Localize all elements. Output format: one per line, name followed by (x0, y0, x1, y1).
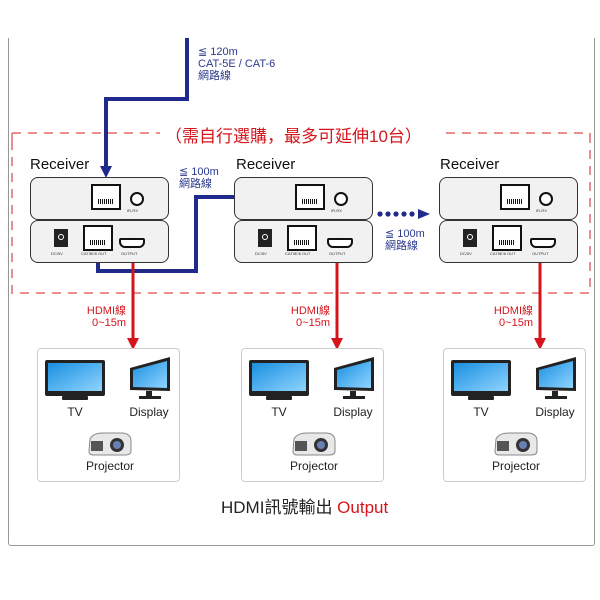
chain-distance-1: ≦ 100m (179, 166, 219, 178)
hdmi-range-label: 0~15m (296, 317, 330, 329)
tv-label: TV (67, 405, 83, 419)
receiver-title: Receiver (236, 156, 296, 173)
dc-label: DC/5V (460, 251, 472, 256)
ir-label: IR-RX (331, 208, 342, 213)
projector-label: Projector (491, 459, 541, 473)
receiver-2-top-panel: IR-RX (234, 177, 373, 220)
dc-power-jack-icon (258, 229, 272, 247)
footer-prefix: HDMI訊號輸出 (221, 498, 338, 517)
dc-power-jack-icon (54, 229, 68, 247)
hdmi-label-2: HDMI線 0~15m (274, 305, 330, 329)
chain-distance-2: ≦ 100m (385, 228, 425, 240)
top-link-label: ≦ 120m CAT-5E / CAT-6 網路線 (198, 46, 275, 82)
top-link-cable-name: 網路線 (198, 70, 231, 82)
chain-link-label-2: ≦ 100m 網路線 (385, 228, 425, 252)
hdmi-port-icon (119, 238, 145, 248)
hdmi-arrow-3 (534, 338, 546, 350)
receiver-2: Receiver (236, 156, 295, 173)
ir-label: IR-RX (536, 208, 547, 213)
tv-icon (45, 360, 105, 400)
dc-label: DC/5V (51, 251, 63, 256)
ir-sensor-icon (539, 192, 553, 206)
top-link-distance: ≦ 120m (198, 46, 238, 58)
hdmi-port-icon (530, 238, 556, 248)
footer-caption: HDMI訊號輸出 Output (221, 493, 388, 518)
network-line-input (104, 38, 189, 166)
hdmi-range-label: 0~15m (499, 317, 533, 329)
output-panel-3: TV Display Projector (443, 348, 586, 482)
receiver-3-bottom-panel: DC/5V CAT5E/6 OUT OUTPUT (439, 220, 578, 263)
hdmi-cable-label: HDMI線 (86, 305, 126, 317)
display-label: Display (129, 405, 169, 419)
display-label: Display (333, 405, 373, 419)
tv-label: TV (271, 405, 287, 419)
receiver-title: Receiver (30, 156, 90, 173)
hdmi-range-label: 0~15m (92, 317, 126, 329)
rj45-output-port-icon (287, 225, 317, 251)
outer-frame (8, 38, 595, 546)
output-panel-2: TV Display Projector (241, 348, 384, 482)
hdmi-cable-label: HDMI線 (290, 305, 330, 317)
chain-cable-2: 網路線 (385, 240, 418, 252)
output-panel-1: TV Display Projector (37, 348, 180, 482)
ir-sensor-icon (130, 192, 144, 206)
receiver-1-bottom-panel: DC/5V CAT5E/6 OUT OUTPUT (30, 220, 169, 263)
receiver-title: Receiver (440, 156, 500, 173)
network-dotted-continuation (377, 209, 430, 219)
chain-cable-1: 網路線 (179, 178, 212, 190)
group-title: （需自行選購，最多可延伸10台） (163, 122, 424, 147)
projector-label: Projector (85, 459, 135, 473)
group-dashed-border (11, 141, 591, 294)
hdmi-port-icon (327, 238, 353, 248)
rj45-input-port-icon (91, 184, 121, 210)
tv-label: TV (473, 405, 489, 419)
rj45-output-port-icon (492, 225, 522, 251)
tv-icon (249, 360, 309, 400)
footer-highlight: Output (337, 498, 389, 517)
chain-link-label-1: ≦ 100m 網路線 (179, 166, 219, 190)
hdmi-label-1: HDMI線 0~15m (70, 305, 126, 329)
tv-icon (451, 360, 511, 400)
hdmi-arrow-2 (331, 338, 343, 350)
receiver-1-top-panel: IR-RX (30, 177, 169, 220)
ir-sensor-icon (334, 192, 348, 206)
output-label: OUTPUT (532, 251, 549, 256)
network-line-chain (96, 195, 282, 273)
hdmi-cable-label: HDMI線 (493, 305, 533, 317)
cat-out-label: CAT5E/6 OUT (285, 251, 311, 256)
ir-label: IR-RX (127, 208, 138, 213)
display-icon (130, 357, 170, 399)
display-label: Display (535, 405, 575, 419)
projector-icon (292, 432, 336, 456)
cat-out-label: CAT5E/6 OUT (81, 251, 107, 256)
top-link-cable-type: CAT-5E / CAT-6 (198, 58, 276, 70)
receiver-3-top-panel: IR-RX (439, 177, 578, 220)
display-icon (536, 357, 576, 399)
projector-icon (88, 432, 132, 456)
receiver-1: Receiver (30, 156, 89, 173)
hdmi-label-3: HDMI線 0~15m (477, 305, 533, 329)
projector-label: Projector (289, 459, 339, 473)
receiver-3: Receiver (440, 156, 499, 173)
output-label: OUTPUT (329, 251, 346, 256)
output-label: OUTPUT (121, 251, 138, 256)
dc-label: DC/5V (255, 251, 267, 256)
rj45-input-port-icon (295, 184, 325, 210)
cat-out-label: CAT5E/6 OUT (490, 251, 516, 256)
rj45-output-port-icon (83, 225, 113, 251)
rj45-input-port-icon (500, 184, 530, 210)
hdmi-arrow-1 (127, 338, 139, 350)
dc-power-jack-icon (463, 229, 477, 247)
display-icon (334, 357, 374, 399)
projector-icon (494, 432, 538, 456)
network-arrow-input (100, 166, 112, 178)
receiver-2-bottom-panel: DC/5V CAT5E/6 OUT OUTPUT (234, 220, 373, 263)
